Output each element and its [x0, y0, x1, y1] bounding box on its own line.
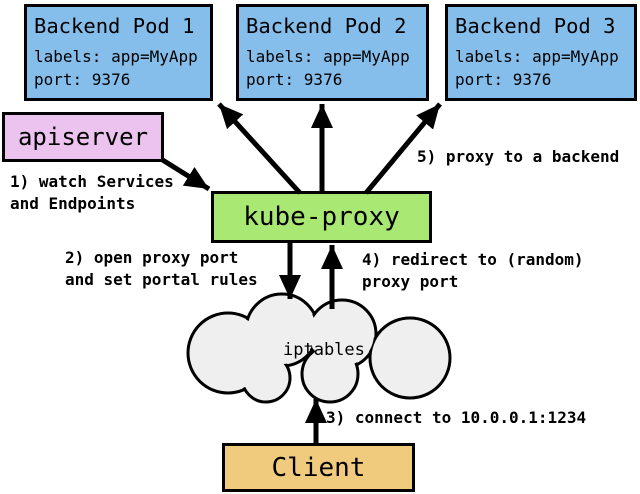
- annotation-step-3: 3) connect to 10.0.0.1:1234: [326, 407, 586, 429]
- annotation-step-4-line-1: 4) redirect to (random): [362, 250, 584, 269]
- annotation-step-3-line-1: 3) connect to 10.0.0.1:1234: [326, 408, 587, 427]
- annotation-step-2-line-2: and set portal rules: [65, 270, 258, 289]
- annotation-step-1: 1) watch Services and Endpoints: [10, 171, 174, 215]
- annotation-step-2: 2) open proxy port and set portal rules: [65, 247, 258, 291]
- backend-pod-2-labels: labels: app=MyApp: [246, 47, 410, 66]
- annotation-step-1-line-2: and Endpoints: [10, 194, 136, 213]
- backend-pod-3-title: Backend Pod 3: [455, 14, 616, 38]
- backend-pod-3-box: Backend Pod 3 labels: app=MyApp port: 93…: [445, 4, 637, 101]
- backend-pod-2-box: Backend Pod 2 labels: app=MyApp port: 93…: [236, 4, 429, 101]
- backend-pod-3-labels: labels: app=MyApp: [455, 47, 619, 66]
- backend-pod-2-port: port: 9376: [246, 70, 343, 89]
- backend-pod-1-box: Backend Pod 1 labels: app=MyApp port: 93…: [24, 4, 213, 101]
- annotation-step-4: 4) redirect to (random) proxy port: [362, 249, 584, 293]
- backend-pod-1-labels: labels: app=MyApp: [34, 47, 198, 66]
- backend-pod-1-title: Backend Pod 1: [34, 14, 195, 38]
- backend-pod-3-port: port: 9376: [455, 70, 552, 89]
- annotation-step-5-line-1: 5) proxy to a backend: [417, 147, 620, 166]
- backend-pod-1-port: port: 9376: [34, 70, 131, 89]
- annotation-step-1-line-1: 1) watch Services: [10, 172, 174, 191]
- client-label: Client: [271, 452, 366, 483]
- annotation-step-2-line-1: 2) open proxy port: [65, 248, 239, 267]
- backend-pod-2-title: Backend Pod 2: [246, 14, 407, 38]
- apiserver-label: apiserver: [17, 123, 149, 151]
- arrow-kube-proxy-to-pod1: [217, 102, 302, 195]
- iptables-label: iptables: [283, 340, 365, 360]
- client-box: Client: [222, 443, 415, 492]
- annotation-step-5: 5) proxy to a backend: [417, 146, 619, 168]
- kube-proxy-label: kube-proxy: [243, 202, 400, 232]
- apiserver-box: apiserver: [2, 112, 164, 162]
- kube-proxy-box: kube-proxy: [211, 191, 432, 243]
- annotation-step-4-line-2: proxy port: [362, 272, 459, 291]
